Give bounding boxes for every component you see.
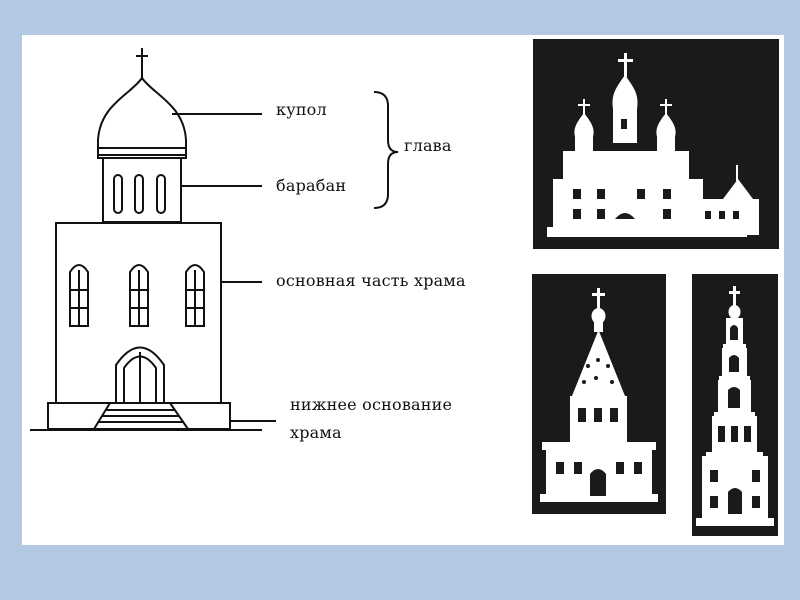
label-drum: барабан	[276, 176, 347, 195]
silhouette-five-domed-church	[533, 39, 779, 249]
silhouette-tented-church	[532, 274, 666, 514]
door	[115, 346, 165, 403]
dome-ring	[97, 147, 187, 159]
windows	[69, 264, 205, 327]
label-base-line1: нижнее основание	[290, 395, 453, 414]
label-head: глава	[404, 136, 452, 155]
label-base-line2: храма	[290, 423, 342, 442]
brace	[373, 91, 399, 209]
steps	[92, 402, 190, 430]
label-dome: купол	[276, 100, 327, 119]
silhouette-bell-tower	[692, 274, 778, 536]
cross-icon	[136, 48, 148, 78]
dome-shape	[97, 76, 187, 156]
label-main-part: основная часть храма	[276, 271, 466, 290]
